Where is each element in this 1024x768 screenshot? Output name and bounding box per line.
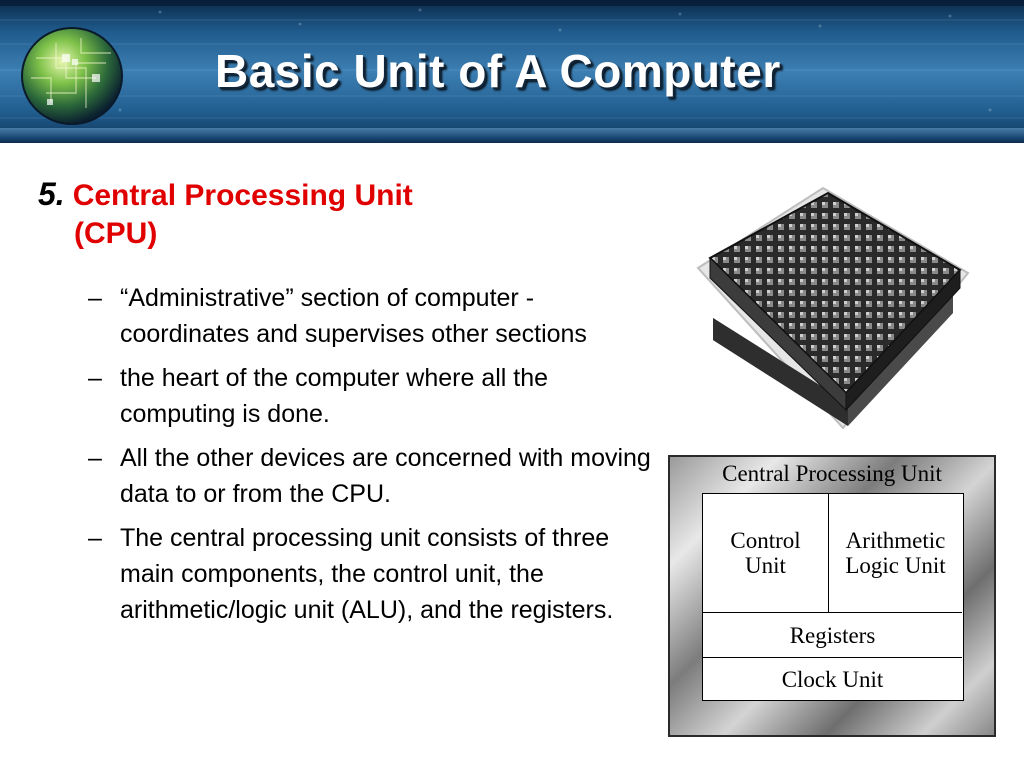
cpu-diagram: Central Processing Unit Control Unit Ari… xyxy=(668,455,996,737)
bullet-dash: – xyxy=(88,444,102,472)
alu-label: Arithmetic Logic Unit xyxy=(845,528,946,578)
cpu-heatsink-icon xyxy=(696,186,970,430)
bullet-text: “Administrative” section of computer - c… xyxy=(120,284,587,348)
bullet-item: –“Administrative” section of computer - … xyxy=(88,280,663,352)
bullet-dash: – xyxy=(88,524,102,552)
title-banner: Basic Unit of A Computer xyxy=(0,0,1024,143)
registers-box: Registers xyxy=(703,612,962,657)
bullet-dash: – xyxy=(88,284,102,312)
bullet-text: All the other devices are concerned with… xyxy=(120,444,651,508)
bullet-text: the heart of the computer where all the … xyxy=(120,364,549,428)
cpu-diagram-inner: Control Unit Arithmetic Logic Unit Regis… xyxy=(702,493,964,701)
circuit-board-globe-icon xyxy=(21,27,123,125)
section-heading-line1: Central Processing Unit xyxy=(72,179,413,212)
bullet-item: –the heart of the computer where all the… xyxy=(88,360,663,432)
clock-unit-label: Clock Unit xyxy=(781,666,884,692)
bullet-text: The central processing unit consists of … xyxy=(120,524,614,624)
control-unit-label: Control Unit xyxy=(730,528,801,578)
bullet-item: –All the other devices are concerned wit… xyxy=(88,440,663,512)
banner-texture xyxy=(0,0,1024,119)
alu-box: Arithmetic Logic Unit xyxy=(829,494,962,612)
section-heading: 5.Central Processing Unit (CPU) xyxy=(38,175,598,253)
banner-bottom-strip xyxy=(0,128,1024,143)
bullet-dash: – xyxy=(88,364,102,392)
slide-title: Basic Unit of A Computer xyxy=(215,45,781,97)
registers-label: Registers xyxy=(789,622,876,648)
cpu-diagram-title: Central Processing Unit xyxy=(722,461,942,486)
section-heading-line2: (CPU) xyxy=(74,217,158,250)
section-number: 5. xyxy=(38,176,65,212)
clock-unit-box: Clock Unit xyxy=(703,657,962,700)
bullet-item: –The central processing unit consists of… xyxy=(88,520,663,628)
bullet-list: –“Administrative” section of computer - … xyxy=(88,280,663,636)
control-unit-box: Control Unit xyxy=(703,494,829,612)
